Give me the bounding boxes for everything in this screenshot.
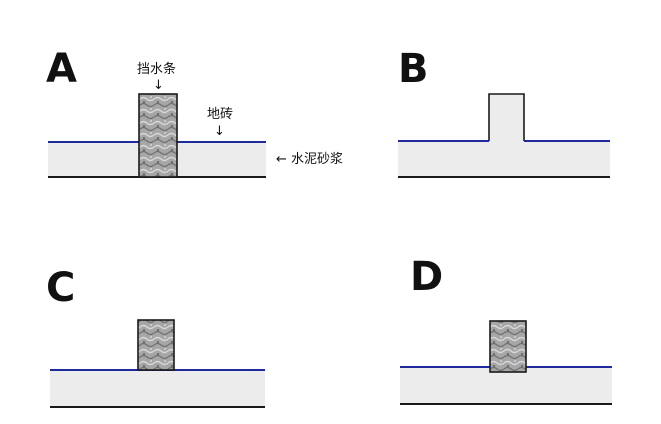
mortar-callout-arrow: ← xyxy=(276,152,287,167)
panel-b-step-outline xyxy=(488,93,525,141)
panel-b: B xyxy=(398,46,610,178)
panel-a-label: A xyxy=(46,46,77,92)
mortar-callout-label: 水泥砂浆 xyxy=(291,152,343,167)
panel-c-label: C xyxy=(46,265,75,311)
panel-d-mortar-layer xyxy=(400,367,612,404)
panel-d: D xyxy=(400,254,612,405)
strip-callout-label: 挡水条 xyxy=(137,61,176,77)
panel-a: A 挡水条 ↓ 地砖 ↓ ← 水泥砂浆 xyxy=(46,46,343,178)
panel-c: C xyxy=(46,265,265,408)
panel-d-label: D xyxy=(410,254,443,300)
tile-callout-label: 地砖 xyxy=(207,107,233,122)
tile-callout-arrow: ↓ xyxy=(214,124,225,139)
panel-b-label: B xyxy=(398,46,429,92)
panel-b-raised-mortar-step xyxy=(489,94,524,141)
panel-b-mortar-layer xyxy=(398,141,610,177)
panel-a-water-stop-strip xyxy=(138,93,178,178)
panel-c-water-stop-strip xyxy=(137,319,175,371)
panel-d-water-stop-strip xyxy=(489,320,527,373)
strip-callout-arrow: ↓ xyxy=(153,78,164,93)
panel-c-mortar-layer xyxy=(50,370,265,407)
